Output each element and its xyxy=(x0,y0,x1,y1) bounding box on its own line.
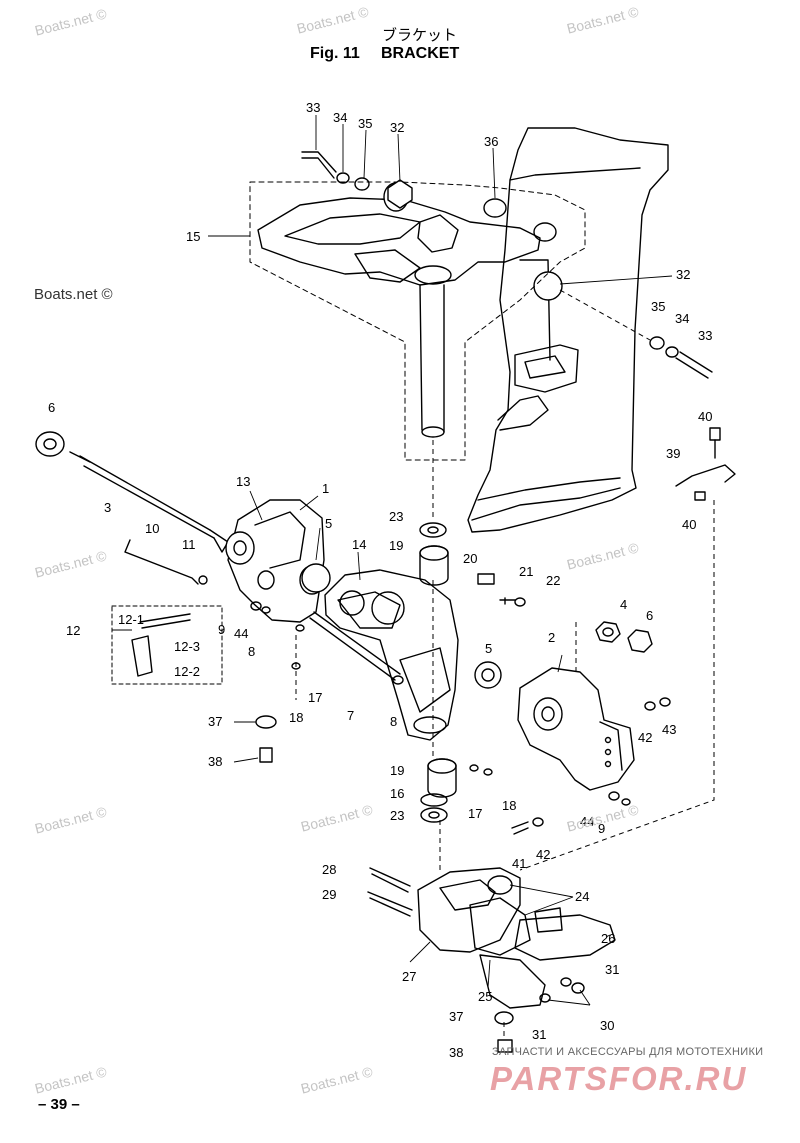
bushing-lower xyxy=(427,758,457,798)
callout: 5 xyxy=(325,516,332,531)
callout: 22 xyxy=(546,573,560,588)
callout: 19 xyxy=(389,538,403,553)
callout: 14 xyxy=(352,537,366,552)
callout: 34 xyxy=(675,311,689,326)
callout: 24 xyxy=(575,889,589,904)
callout: 44 xyxy=(234,626,248,641)
callout: 7 xyxy=(347,708,354,723)
lower-clamp-assembly xyxy=(417,867,616,1009)
callout: 40 xyxy=(698,409,712,424)
callout: 32 xyxy=(676,267,690,282)
callout: 2 xyxy=(548,630,555,645)
clamp-bracket-left xyxy=(225,499,325,623)
reverse-lock xyxy=(324,569,459,741)
callout: 33 xyxy=(306,100,320,115)
callout: 36 xyxy=(484,134,498,149)
callout: 3 xyxy=(104,500,111,515)
callout: 4 xyxy=(620,597,627,612)
callout: 28 xyxy=(322,862,336,877)
callout: 10 xyxy=(145,521,159,536)
callout: 42 xyxy=(536,847,550,862)
figure-title-japanese: ブラケット xyxy=(382,26,458,44)
watermark: Boats.net © xyxy=(34,286,113,303)
callout: 12-2 xyxy=(174,664,200,679)
callout: 9 xyxy=(598,821,605,836)
callout: 37 xyxy=(449,1009,463,1024)
callout: 31 xyxy=(532,1027,546,1042)
thrust-rod xyxy=(309,611,401,681)
page-number: – 39 – xyxy=(38,1096,80,1113)
callout: 5 xyxy=(485,641,492,656)
callout: 41 xyxy=(512,856,526,871)
callout: 38 xyxy=(208,754,222,769)
callout: 12-3 xyxy=(174,639,200,654)
alignment-lines xyxy=(295,289,715,1040)
leader-lines xyxy=(112,115,673,1006)
brand-logo: PARTSFOR.RU xyxy=(490,1060,748,1097)
callout: 18 xyxy=(502,798,516,813)
callout: 44 xyxy=(580,814,594,829)
callout: 8 xyxy=(390,714,397,729)
callout: 11 xyxy=(182,537,196,552)
tilt-pin xyxy=(124,539,199,585)
callout: 12-1 xyxy=(118,612,144,627)
callout: 26 xyxy=(601,931,615,946)
callout: 16 xyxy=(390,786,404,801)
callout: 33 xyxy=(698,328,712,343)
callout: 25 xyxy=(478,989,492,1004)
callout: 32 xyxy=(390,120,404,135)
part-callouts: 33 34 35 32 36 15 32 35 34 33 6 40 39 40… xyxy=(48,100,712,1060)
callout: 9 xyxy=(218,622,225,637)
callout: 35 xyxy=(651,299,665,314)
callout: 30 xyxy=(600,1018,614,1033)
callout: 39 xyxy=(666,446,680,461)
callout: 1 xyxy=(322,481,329,496)
swivel-bracket xyxy=(257,182,563,438)
callout: 29 xyxy=(322,887,336,902)
callout: 17 xyxy=(468,806,482,821)
callout: 37 xyxy=(208,714,222,729)
callout: 18 xyxy=(289,710,303,725)
upper-casing xyxy=(467,127,669,533)
callout: 19 xyxy=(390,763,404,778)
callout: 6 xyxy=(48,400,55,415)
callout: 31 xyxy=(605,962,619,977)
callout: 27 xyxy=(402,969,416,984)
figure-title: BRACKET xyxy=(381,45,460,62)
callout: 6 xyxy=(646,608,653,623)
callout: 23 xyxy=(390,808,404,823)
callout: 17 xyxy=(308,690,322,705)
callout: 35 xyxy=(358,116,372,131)
brand-subtitle: ЗАПЧАСТИ И АКСЕССУАРЫ ДЛЯ МОТОТЕХНИКИ xyxy=(492,1046,764,1058)
callout: 40 xyxy=(682,517,696,532)
assembly-outline-15 xyxy=(249,181,586,461)
callout: 38 xyxy=(449,1045,463,1060)
figure-number: Fig. 11 xyxy=(310,45,360,62)
clamp-bracket-right xyxy=(517,667,635,791)
tilt-tube xyxy=(35,431,229,553)
callout: 12 xyxy=(66,623,80,638)
callout: 15 xyxy=(186,229,200,244)
callout: 43 xyxy=(662,722,676,737)
callout: 23 xyxy=(389,509,403,524)
callout: 20 xyxy=(463,551,477,566)
callout: 13 xyxy=(236,474,250,489)
callout: 34 xyxy=(333,110,347,125)
callout: 8 xyxy=(248,644,255,659)
callout: 42 xyxy=(638,730,652,745)
callout: 21 xyxy=(519,564,533,579)
